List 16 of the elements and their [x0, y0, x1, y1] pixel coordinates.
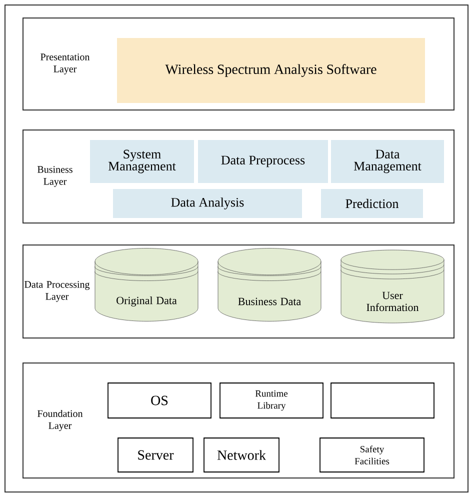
component-box: Server: [118, 438, 194, 472]
component-box: OS: [108, 382, 212, 418]
component-box: [330, 382, 434, 418]
component-box: Network: [204, 438, 280, 472]
module-box: Data Preprocess: [198, 140, 328, 183]
database-cylinder: Business Data: [218, 248, 322, 322]
diagram-frame: [4, 4, 468, 492]
database-cylinder: Original Data: [94, 248, 198, 322]
application-box: Wireless Spectrum Analysis Software: [117, 38, 425, 103]
module-box: Prediction: [321, 189, 423, 218]
module-box: System Management: [90, 140, 194, 183]
module-box: Data Analysis: [113, 189, 302, 218]
module-box: Data Management: [331, 140, 444, 183]
component-box: Runtime Library: [220, 382, 324, 418]
component-box: Safety Facilities: [320, 438, 424, 472]
database-cylinder: User Information: [340, 250, 444, 324]
